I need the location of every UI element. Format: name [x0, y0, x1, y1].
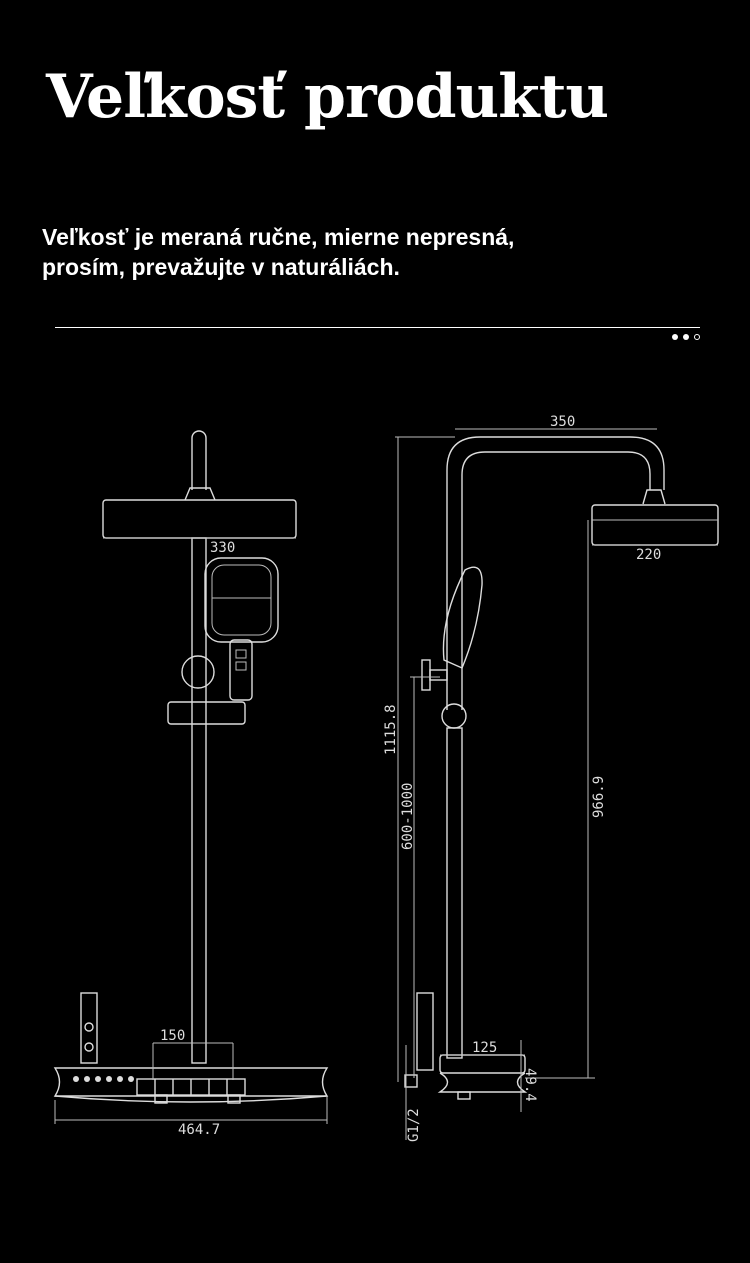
pager-dot-3[interactable]: [694, 334, 700, 340]
dim-49-4: 49.4: [522, 1068, 538, 1102]
arm-outer: [446, 436, 665, 710]
dim-600-1000: 600-1000: [400, 783, 416, 850]
subtitle-line-1: Veľkosť je meraná ručne, mierne nepresná…: [42, 224, 515, 250]
gooseneck: [191, 430, 207, 490]
dim-966-9: 966.9: [591, 776, 607, 818]
dim-g1-2: G1/2: [406, 1108, 422, 1142]
dim-330: 330: [210, 540, 235, 556]
front-view: 330 150 464.7: [53, 430, 329, 1138]
holder: [181, 655, 215, 689]
side-riser: [446, 727, 463, 1059]
riser-rod: [191, 537, 207, 1064]
subtitle-line-2: prosím, prevažujte v naturáliách.: [42, 254, 400, 280]
side-view: 350 220 1115.8 600-1000 966.9 125 49.4 G…: [383, 414, 719, 1142]
dim-220: 220: [636, 547, 661, 563]
pager-dot-2[interactable]: [683, 334, 689, 340]
hand-shower-handle: [229, 639, 253, 701]
pager-dot-1[interactable]: [672, 334, 678, 340]
side-rain-head: [591, 504, 719, 546]
side-hand-shower: [442, 566, 483, 669]
rain-shower-head: [102, 499, 297, 539]
subtitle: Veľkosť je meraná ručne, mierne nepresná…: [42, 222, 514, 282]
divider: [55, 327, 700, 328]
head-connector: [184, 487, 216, 501]
arm-inner: [461, 451, 651, 710]
side-holder: [441, 703, 467, 729]
slider: [167, 701, 246, 725]
diverter-post: [80, 992, 98, 1064]
dim-1115-8: 1115.8: [383, 704, 399, 755]
hand-shower-head: [204, 557, 279, 643]
pager-dots: [672, 334, 700, 340]
dim-125: 125: [472, 1040, 497, 1056]
dim-350: 350: [550, 414, 575, 430]
dim-464-7: 464.7: [178, 1122, 220, 1138]
dim-150: 150: [160, 1028, 185, 1044]
page-title: Veľkosť produktu: [46, 62, 609, 132]
